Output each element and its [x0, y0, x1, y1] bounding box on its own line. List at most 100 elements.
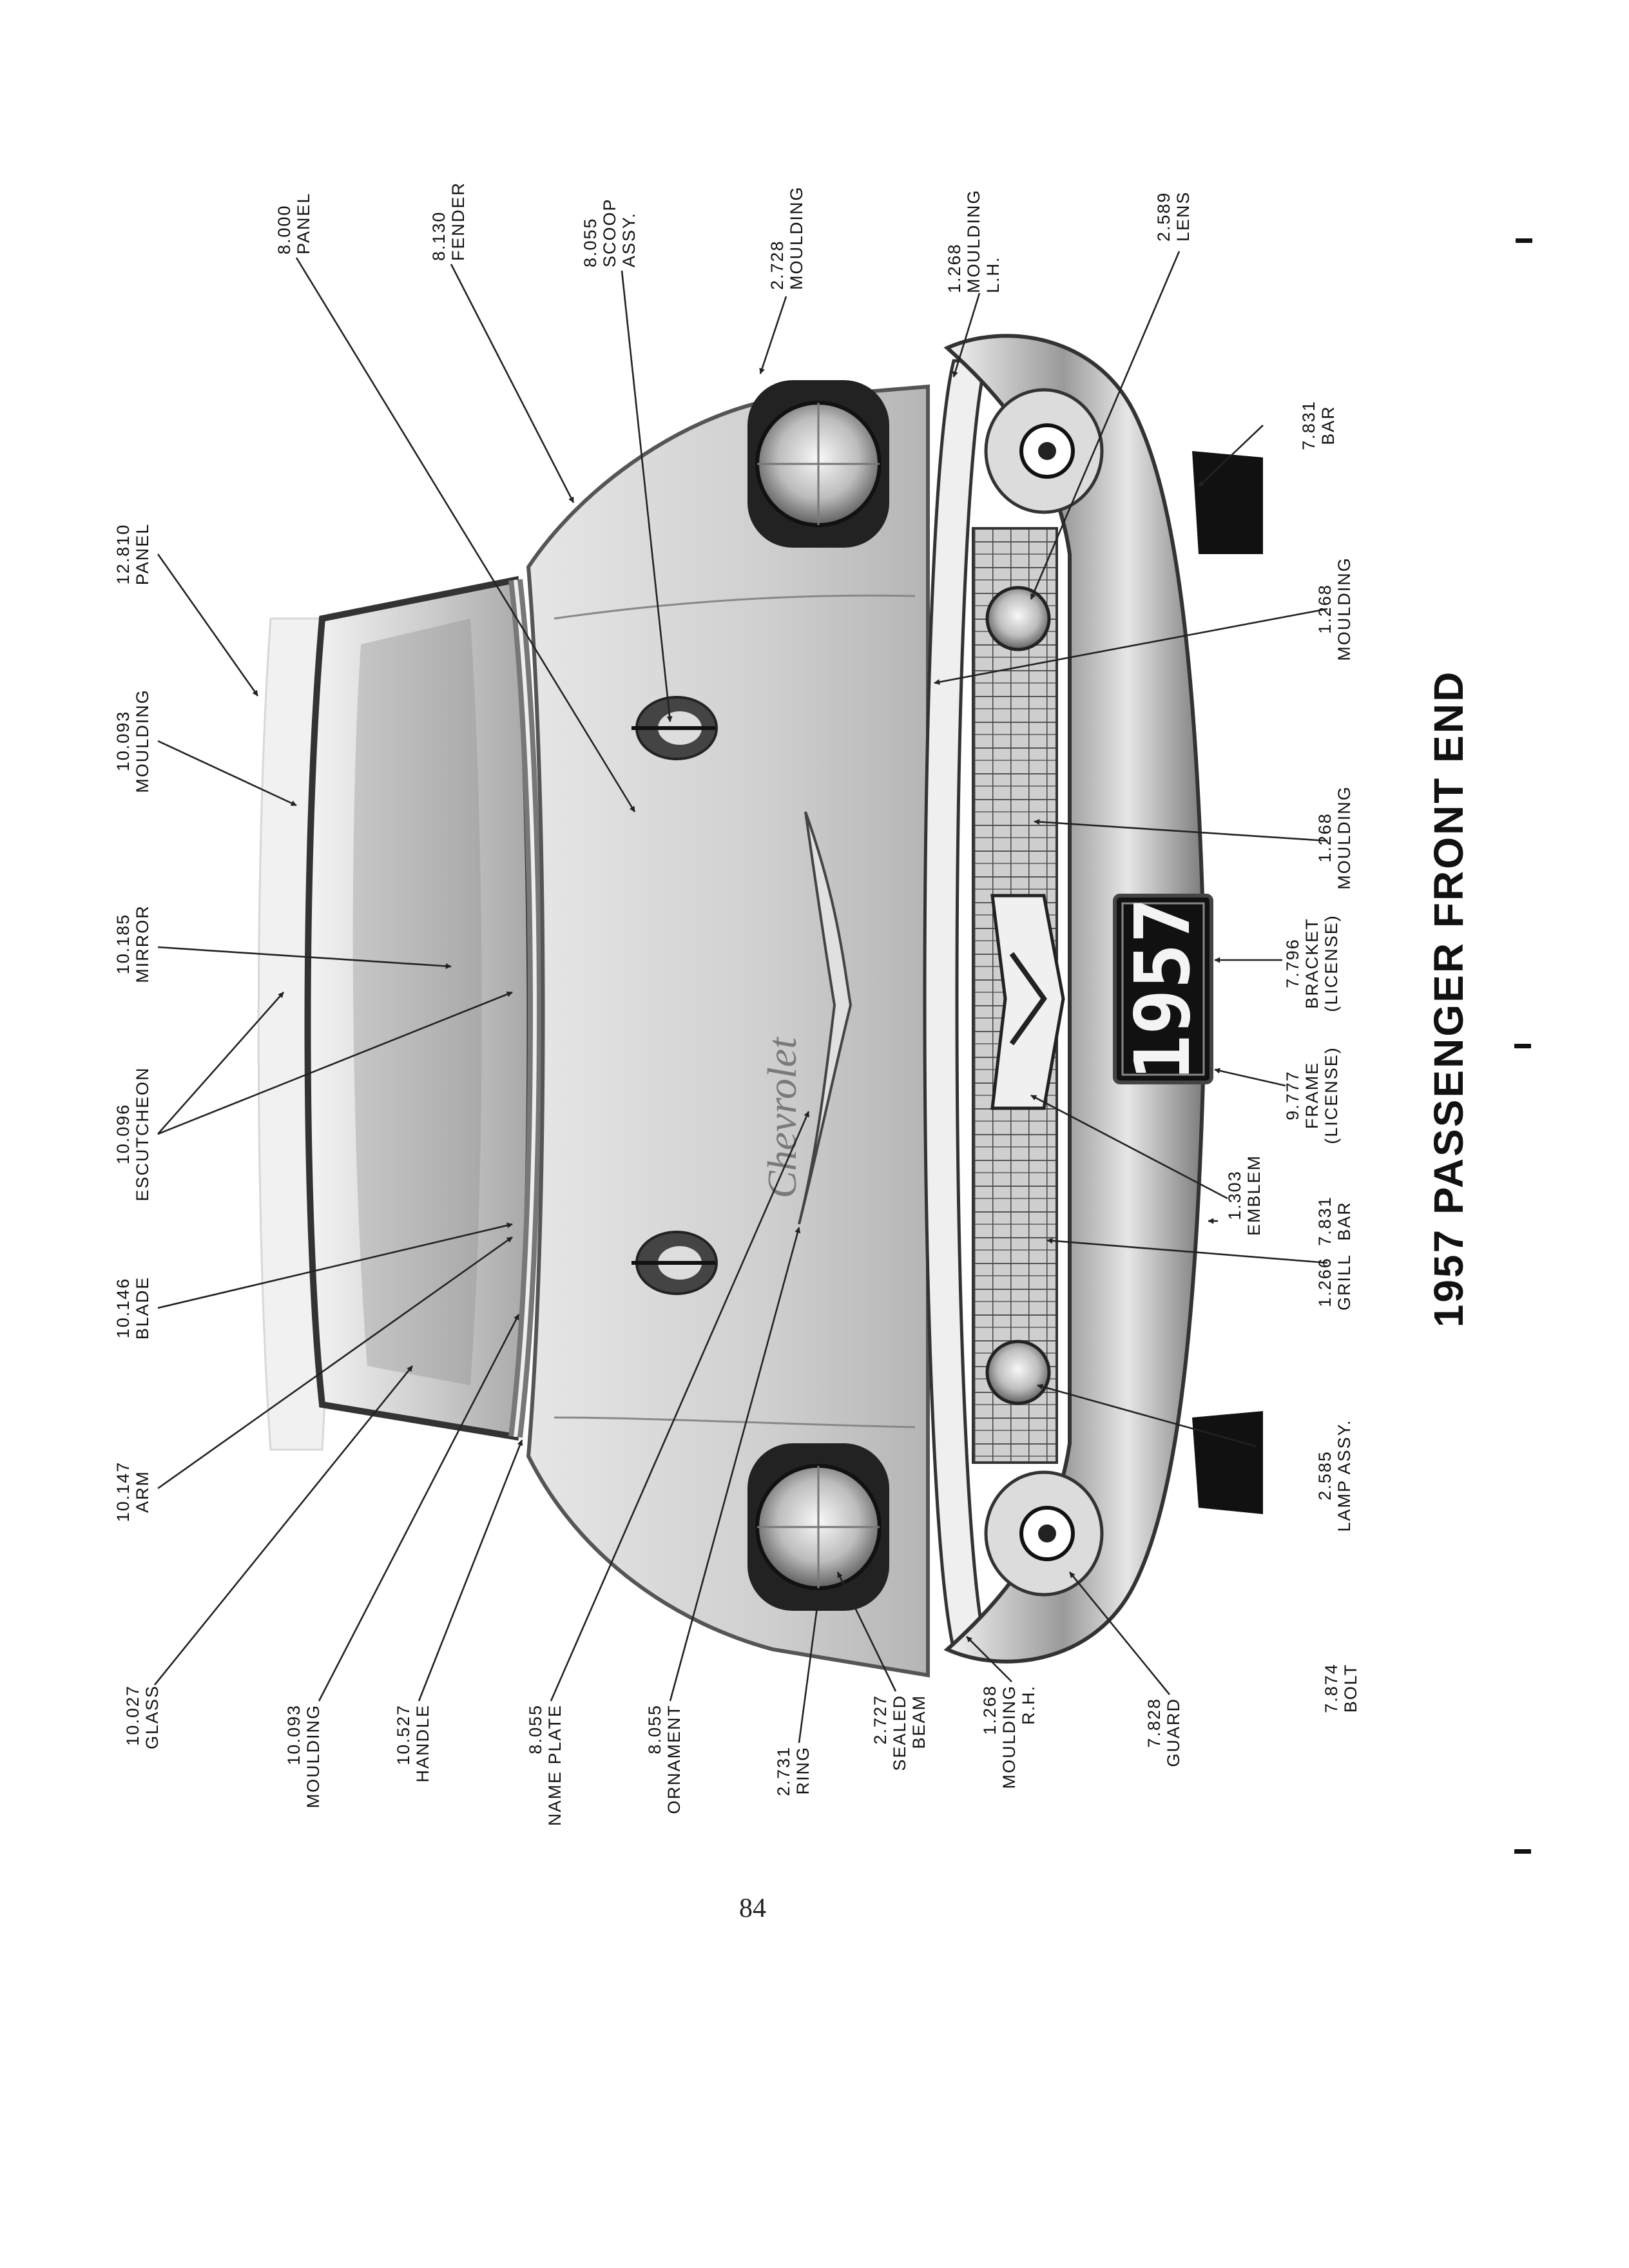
callout-8-130-fender: 8.130 FENDER [429, 182, 468, 261]
callout-2-731-ring: 2.731 RING [774, 1746, 813, 1796]
bumper-guard-lower [984, 1470, 1104, 1597]
callout-1-303-emblem: 1.303 EMBLEM [1225, 1155, 1264, 1236]
hood-scoop-lower [631, 1231, 718, 1295]
svg-text:2.585: 2.585 [1315, 1450, 1335, 1501]
svg-text:2.727: 2.727 [871, 1695, 890, 1745]
svg-text:8.000: 8.000 [275, 204, 294, 255]
svg-text:8.055: 8.055 [581, 217, 600, 267]
svg-text:SCOOP: SCOOP [600, 198, 619, 267]
svg-text:BLADE: BLADE [133, 1276, 152, 1340]
binding-mark-top [1516, 238, 1532, 243]
license-plate-text: 1957 [1118, 898, 1207, 1081]
callout-10-527-handle: 10.527 HANDLE [394, 1704, 432, 1783]
svg-text:10.027: 10.027 [123, 1685, 142, 1746]
parking-lamp-upper [985, 586, 1051, 651]
svg-text:MIRROR: MIRROR [133, 905, 152, 983]
svg-text:(LICENSE): (LICENSE) [1322, 914, 1341, 1012]
tire-lower [1192, 1411, 1263, 1514]
license-plate: 1957 [1113, 894, 1213, 1084]
svg-text:MOULDING: MOULDING [133, 689, 152, 793]
svg-text:7.831: 7.831 [1299, 400, 1318, 450]
callout-10-096-escutcheon: 10.096 ESCUTCHEON [113, 1066, 152, 1201]
svg-text:HANDLE: HANDLE [413, 1704, 432, 1783]
callout-1-266-grill: 1.266 GRILL [1315, 1254, 1354, 1311]
svg-text:1.268: 1.268 [945, 243, 964, 293]
svg-text:1.268: 1.268 [980, 1685, 999, 1735]
callout-10-146-blade: 10.146 BLADE [113, 1276, 152, 1340]
leader-lines [153, 251, 1328, 1744]
svg-text:9.777: 9.777 [1283, 1070, 1302, 1120]
svg-text:8.130: 8.130 [429, 211, 448, 261]
svg-text:10.527: 10.527 [394, 1704, 413, 1765]
svg-text:PANEL: PANEL [294, 192, 313, 255]
svg-text:8.055: 8.055 [645, 1704, 664, 1754]
svg-text:7.831: 7.831 [1315, 1196, 1335, 1246]
callout-8-055-scoop-assy: 8.055 SCOOP ASSY. [581, 198, 639, 267]
svg-text:1.266: 1.266 [1315, 1257, 1335, 1307]
svg-text:1.268: 1.268 [1315, 812, 1335, 863]
svg-text:GUARD: GUARD [1164, 1698, 1183, 1767]
svg-text:10.096: 10.096 [113, 1104, 133, 1165]
svg-text:10.093: 10.093 [284, 1704, 304, 1765]
svg-text:7.796: 7.796 [1283, 938, 1302, 988]
callout-10-027: 10.027 GLASS [123, 1685, 162, 1749]
callout-1-268-moulding-lh: 1.268 MOULDING L.H. [945, 189, 1003, 293]
bumper-guard-upper [984, 388, 1104, 514]
svg-text:LENS: LENS [1173, 191, 1193, 242]
svg-text:GRILL: GRILL [1335, 1254, 1354, 1311]
svg-text:10.146: 10.146 [113, 1278, 133, 1339]
svg-text:PANEL: PANEL [133, 523, 152, 586]
svg-text:1.303: 1.303 [1225, 1170, 1244, 1220]
svg-text:RING: RING [793, 1746, 813, 1795]
binding-mark-middle [1514, 1044, 1531, 1048]
svg-text:10.147: 10.147 [113, 1461, 133, 1523]
headlamp-upper [747, 380, 889, 548]
svg-text:GLASS: GLASS [142, 1685, 162, 1749]
svg-text:1.268: 1.268 [1315, 584, 1335, 634]
svg-text:MOULDING: MOULDING [964, 189, 983, 293]
callout-10-093-moulding-left: 10.093 MOULDING [284, 1704, 323, 1809]
callout-7-796-bracket-license: 7.796 BRACKET (LICENSE) [1283, 914, 1341, 1012]
callout-2-589-lens: 2.589 LENS [1154, 191, 1193, 242]
callout-10-147-arm: 10.147 ARM [113, 1461, 152, 1523]
svg-text:MOULDING: MOULDING [1335, 785, 1354, 890]
callout-10-185-mirror: 10.185 MIRROR [113, 905, 152, 983]
car-front-illustration: Chevrolet [257, 334, 1263, 1678]
svg-text:MOULDING: MOULDING [787, 186, 806, 290]
callout-10-093-moulding-top: 10.093 MOULDING [113, 689, 152, 793]
headlamp-lower [747, 1443, 889, 1611]
svg-text:10.185: 10.185 [113, 914, 133, 975]
svg-text:MOULDING: MOULDING [1335, 557, 1354, 661]
svg-text:10.093: 10.093 [113, 711, 133, 772]
callout-7-831-bar-lower: 7.831 BAR [1315, 1196, 1354, 1246]
svg-text:MOULDING: MOULDING [304, 1704, 323, 1809]
callout-7-831-bar-upper: 7.831 BAR [1299, 400, 1338, 450]
callout-8-055-ornament: 8.055 ORNAMENT [645, 1704, 684, 1814]
svg-text:ESCUTCHEON: ESCUTCHEON [133, 1066, 152, 1201]
svg-text:BOLT: BOLT [1341, 1664, 1360, 1713]
callout-1-268-moulding-grille-center: 1.268 MOULDING [1315, 785, 1354, 890]
svg-text:ASSY.: ASSY. [619, 212, 639, 267]
front-bumper [943, 334, 1208, 1664]
callout-8-055-name-plate: 8.055 NAME PLATE [526, 1704, 564, 1826]
callout-8-000-panel: 8.000 PANEL [275, 192, 313, 255]
binding-mark-bottom [1514, 1849, 1531, 1854]
tire-upper [1192, 451, 1263, 554]
hood-v-emblem [798, 811, 853, 1225]
svg-text:L.H.: L.H. [983, 256, 1003, 293]
parking-lamp-lower [985, 1340, 1051, 1405]
callout-2-728-moulding: 2.728 MOULDING [767, 186, 806, 290]
svg-text:R.H.: R.H. [1019, 1685, 1038, 1725]
svg-text:2.731: 2.731 [774, 1746, 793, 1796]
callout-2-727-sealed-beam: 2.727 SEALED BEAM [871, 1695, 929, 1771]
svg-text:2.728: 2.728 [767, 240, 787, 290]
callout-labels: 10.027 GLASS 10.093 MOULDING 10.527 HAND… [113, 182, 1360, 1826]
svg-text:BRACKET: BRACKET [1302, 918, 1322, 1009]
callout-7-874-bolt: 7.874 BOLT [1322, 1663, 1360, 1713]
svg-text:EMBLEM: EMBLEM [1244, 1155, 1264, 1236]
callout-1-268-moulding-grille-upper: 1.268 MOULDING [1315, 557, 1354, 661]
svg-text:(LICENSE): (LICENSE) [1322, 1046, 1341, 1144]
svg-text:8.055: 8.055 [526, 1704, 545, 1754]
